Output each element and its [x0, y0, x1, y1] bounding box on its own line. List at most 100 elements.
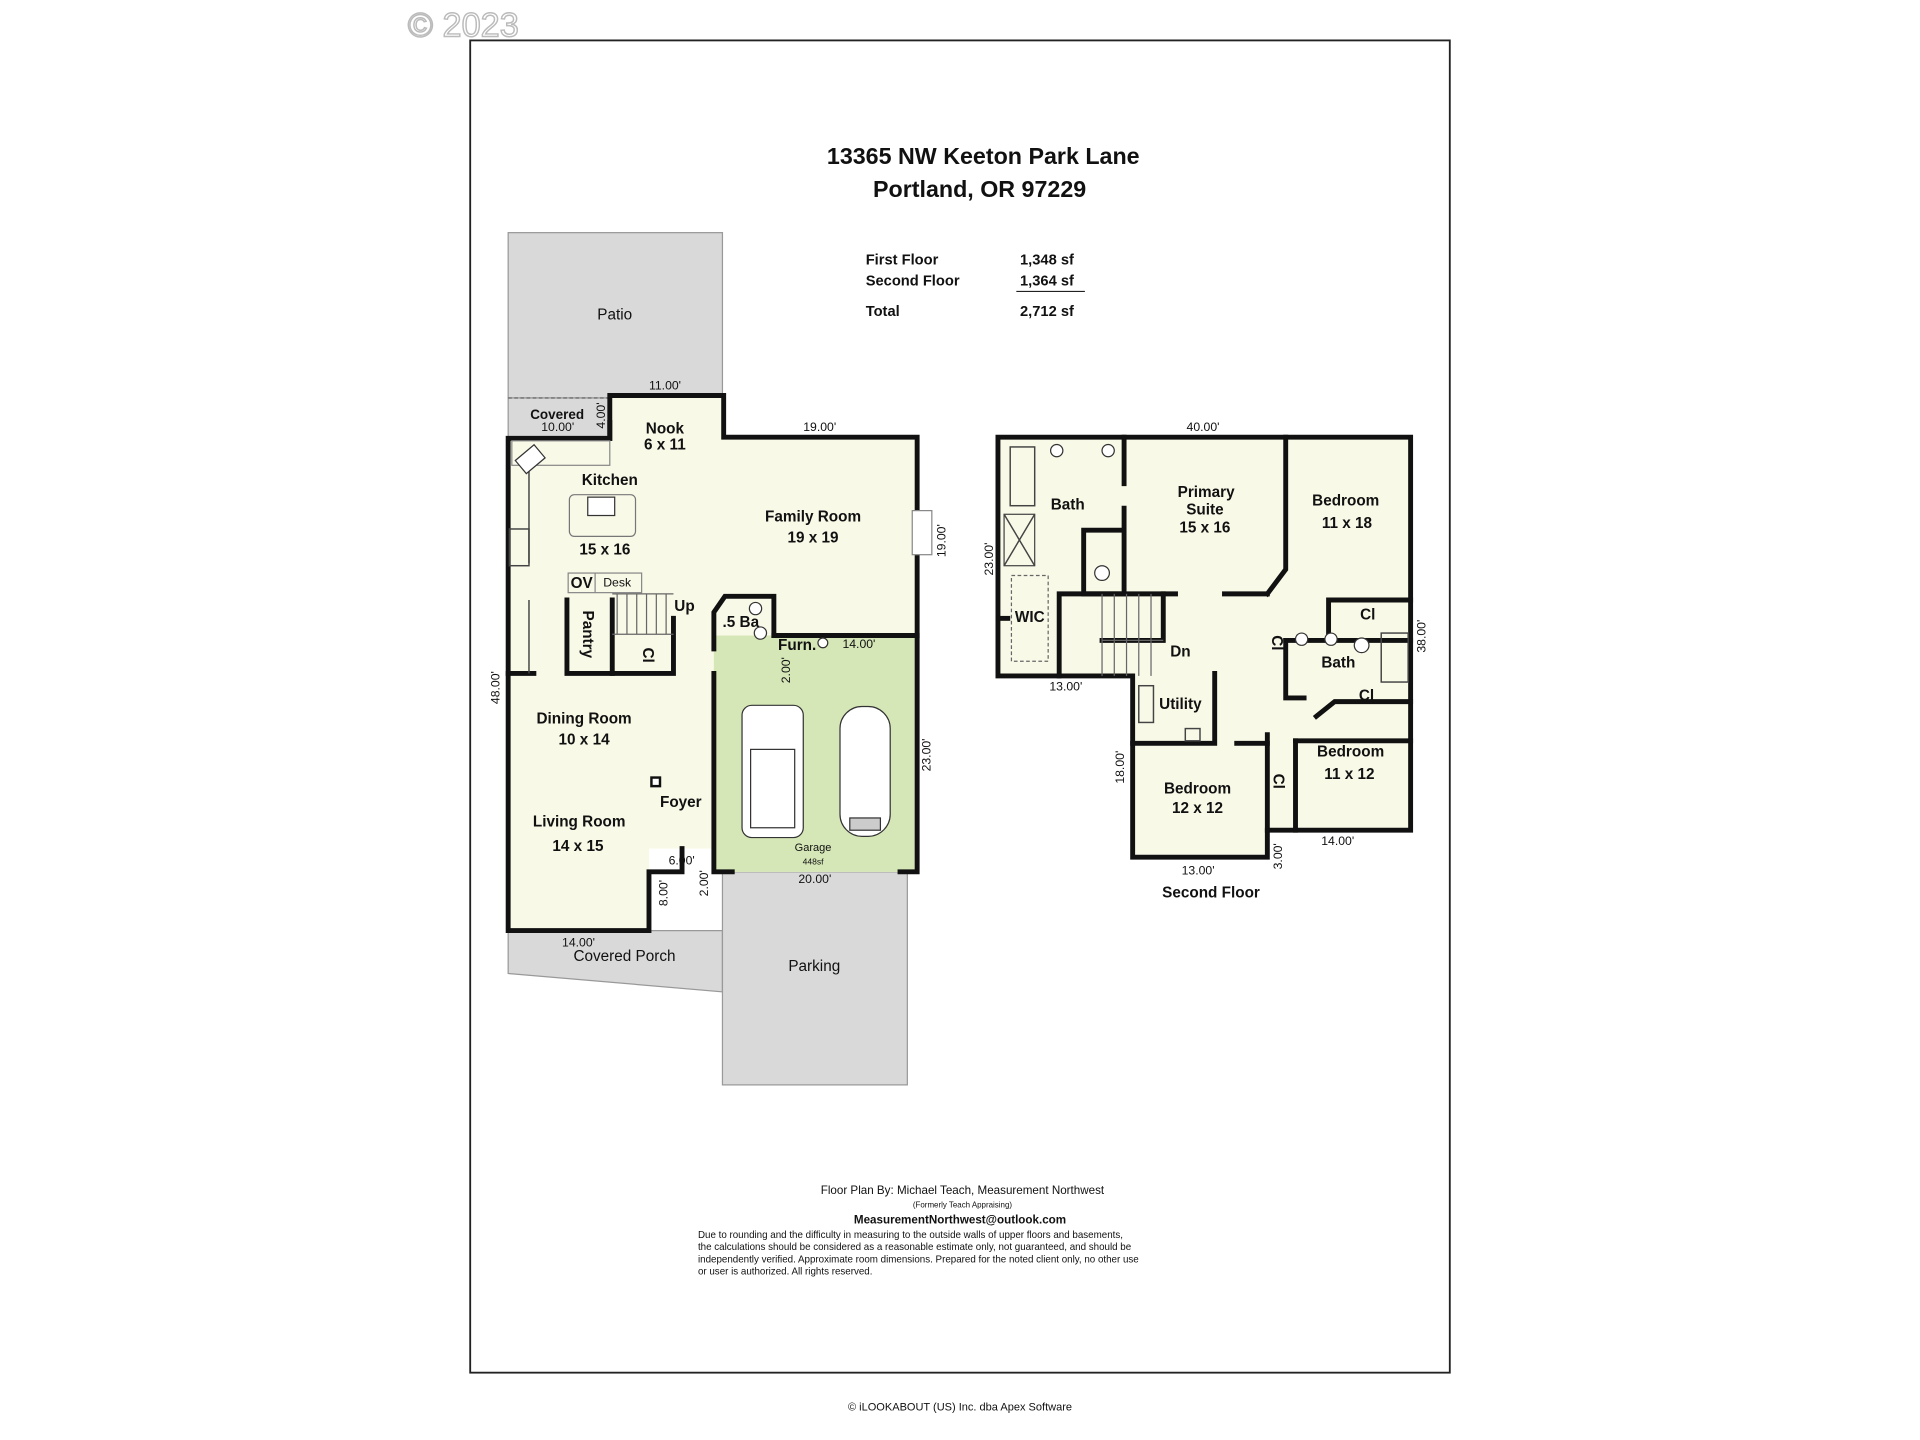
dimension-label: 11.00' — [649, 378, 681, 392]
shower-icon — [1003, 513, 1036, 567]
cooktop-icon — [587, 496, 616, 517]
sink-icon — [1324, 632, 1338, 646]
room-label: Nook — [646, 420, 685, 437]
room-label: Bedroom — [1312, 493, 1379, 510]
email-link[interactable]: MeasurementNorthwest@outlook.com — [854, 1213, 1066, 1226]
dimension-label: 10.00' — [541, 420, 574, 434]
fireplace-icon — [911, 509, 933, 556]
copyright-watermark: © 2023 — [408, 7, 519, 45]
dimension-label: 2.00' — [779, 657, 793, 683]
room-label: Pantry — [579, 610, 596, 658]
car-truck-icon — [741, 704, 804, 839]
dimension-label: 23.00' — [982, 543, 996, 576]
room-label: Cl — [1269, 774, 1286, 789]
dimension-label: 19.00' — [934, 524, 948, 557]
room-label: Bath — [1321, 654, 1355, 671]
room-label: Cl — [1359, 687, 1374, 704]
room-size: 19 x 19 — [788, 529, 839, 546]
dimension-label: 48.00' — [489, 671, 503, 704]
room-label: Suite — [1186, 501, 1223, 518]
disclaimer-line: Due to rounding and the difficulty in me… — [698, 1230, 1123, 1241]
second-floor-title: Second Floor — [1162, 885, 1260, 902]
room-label: OV — [571, 575, 594, 592]
dimension-label: 18.00' — [1113, 751, 1127, 784]
area-value: 1,364 sf — [1020, 273, 1074, 289]
room-label: Bath — [1051, 496, 1085, 513]
stairs-down — [1101, 593, 1164, 676]
disclaimer-line: or user is authorized. All rights reserv… — [698, 1267, 873, 1278]
room-size: 14 x 15 — [552, 838, 604, 855]
dimension-label: 14.00' — [1321, 834, 1354, 848]
room-label: Garage — [795, 842, 832, 854]
room-size: 15 x 16 — [1179, 520, 1230, 537]
sink-icon — [514, 443, 546, 475]
room-label: WIC — [1015, 609, 1045, 626]
room-label: Dn — [1170, 643, 1190, 660]
dimension-label: 6.00' — [669, 853, 695, 867]
room-label: Desk — [603, 576, 632, 590]
disclaimer-line: independently verified. Approximate room… — [698, 1254, 1139, 1265]
room-area: 448sf — [803, 856, 825, 866]
area-label: Second Floor — [866, 273, 960, 289]
second-floor-plan: Bath Primary Suite 15 x 16 Bedroom 11 x … — [982, 420, 1428, 902]
room-label: Up — [674, 598, 694, 615]
room-label: Foyer — [660, 794, 702, 811]
disclaimer-line: the calculations should be considered as… — [698, 1242, 1131, 1253]
dimension-label: 23.00' — [920, 738, 934, 771]
room-label: Covered — [530, 407, 584, 422]
column-icon — [650, 776, 662, 788]
area-value: 1,348 sf — [1020, 252, 1074, 268]
dimension-label: 38.00' — [1414, 620, 1428, 653]
room-label: Bedroom — [1317, 744, 1384, 761]
sink-icon — [1101, 443, 1115, 458]
dimension-label: 14.00' — [562, 936, 595, 950]
address-line-1: 13365 NW Keeton Park Lane — [827, 143, 1140, 169]
room-label: Bedroom — [1164, 780, 1231, 797]
room-label: Primary — [1178, 484, 1235, 501]
area-label: Total — [866, 304, 900, 320]
room-label: Utility — [1159, 696, 1202, 713]
address-line-2: Portland, OR 97229 — [873, 176, 1086, 202]
sink-icon — [1050, 443, 1064, 458]
toilet-icon — [748, 601, 763, 616]
area-value: 2,712 sf — [1020, 304, 1074, 320]
room-label: Cl — [639, 647, 656, 662]
dimension-label: 20.00' — [798, 872, 831, 886]
dimension-label: 3.00' — [1271, 843, 1285, 869]
room-label: Furn. — [778, 637, 816, 654]
room-label: Parking — [788, 958, 840, 975]
dimension-label: 40.00' — [1187, 420, 1220, 434]
dimension-label: 14.00' — [842, 637, 875, 651]
room-label: Family Room — [765, 509, 861, 526]
credit-line: Floor Plan By: Michael Teach, Measuremen… — [821, 1184, 1105, 1197]
room-size: 11 x 12 — [1324, 766, 1374, 783]
parking — [721, 871, 908, 1086]
room-label: Patio — [597, 307, 632, 324]
second-floor-interior — [997, 437, 1411, 858]
room-size: 11 x 18 — [1322, 515, 1373, 532]
dimension-label: 13.00' — [1049, 680, 1082, 694]
room-size: 10 x 14 — [559, 731, 611, 748]
room-label: .5 Ba — [723, 614, 760, 631]
first-floor-plan: Patio Covered Nook 6 x 11 Kitchen 15 x 1… — [489, 232, 948, 1086]
formerly-line: (Formerly Teach Appraising) — [913, 1200, 1012, 1209]
software-copyright: © iLOOKABOUT (US) Inc. dba Apex Software — [848, 1402, 1072, 1414]
room-label: Cl — [1268, 635, 1285, 650]
footer-credits: Floor Plan By: Michael Teach, Measuremen… — [821, 1184, 1105, 1226]
room-label: Covered Porch — [573, 948, 675, 965]
kitchen-island — [568, 494, 637, 537]
room-label: Kitchen — [582, 472, 638, 489]
room-label: Dining Room — [536, 711, 631, 728]
room-label: Cl — [1360, 607, 1375, 624]
water-heater-icon — [817, 637, 829, 649]
car-sports-icon — [839, 705, 891, 837]
room-size: 6 x 11 — [644, 436, 686, 453]
room-size: 15 x 16 — [579, 542, 630, 559]
dimension-label: 19.00' — [803, 420, 836, 434]
dimension-label: 4.00' — [594, 402, 608, 428]
stairs-up — [612, 593, 674, 635]
room-label: Living Room — [533, 814, 626, 831]
room-size: 12 x 12 — [1172, 800, 1223, 817]
kitchen-counter — [511, 440, 611, 466]
